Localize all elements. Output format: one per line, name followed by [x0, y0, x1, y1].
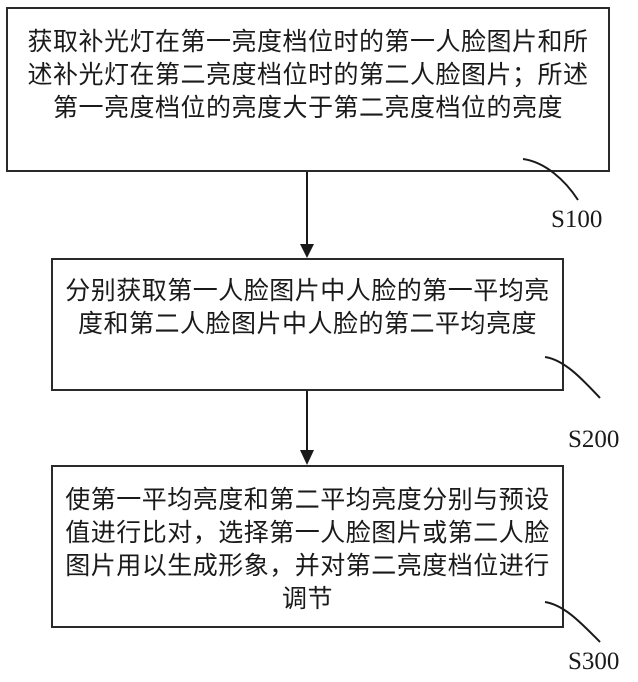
step-box-s200: 分别获取第一人脸图片中人脸的第一平均亮度和第二人脸图片中人脸的第二平均亮度 — [51, 258, 564, 391]
step-label-s300: S300 — [568, 648, 619, 676]
step-box-s100: 获取补光灯在第一亮度档位时的第一人脸图片和所述补光灯在第二亮度档位时的第二人脸图… — [6, 7, 610, 172]
step-text-s100: 获取补光灯在第一亮度档位时的第一人脸图片和所述补光灯在第二亮度档位时的第二人脸图… — [16, 25, 600, 124]
step-label-s200: S200 — [568, 426, 619, 454]
step-label-s100: S100 — [551, 206, 602, 234]
arrow-s100-to-s200 — [300, 172, 314, 258]
arrowhead-icon — [300, 244, 314, 258]
step-text-s300: 使第一平均亮度和第二平均亮度分别与预设值进行比对，选择第一人脸图片或第二人脸图片… — [61, 483, 554, 615]
step-text-s200: 分别获取第一人脸图片中人脸的第一平均亮度和第二人脸图片中人脸的第二平均亮度 — [61, 274, 554, 340]
step-box-s300: 使第一平均亮度和第二平均亮度分别与预设值进行比对，选择第一人脸图片或第二人脸图片… — [51, 465, 564, 628]
arrowhead-icon — [300, 450, 314, 465]
arrow-s200-to-s300 — [300, 391, 314, 465]
